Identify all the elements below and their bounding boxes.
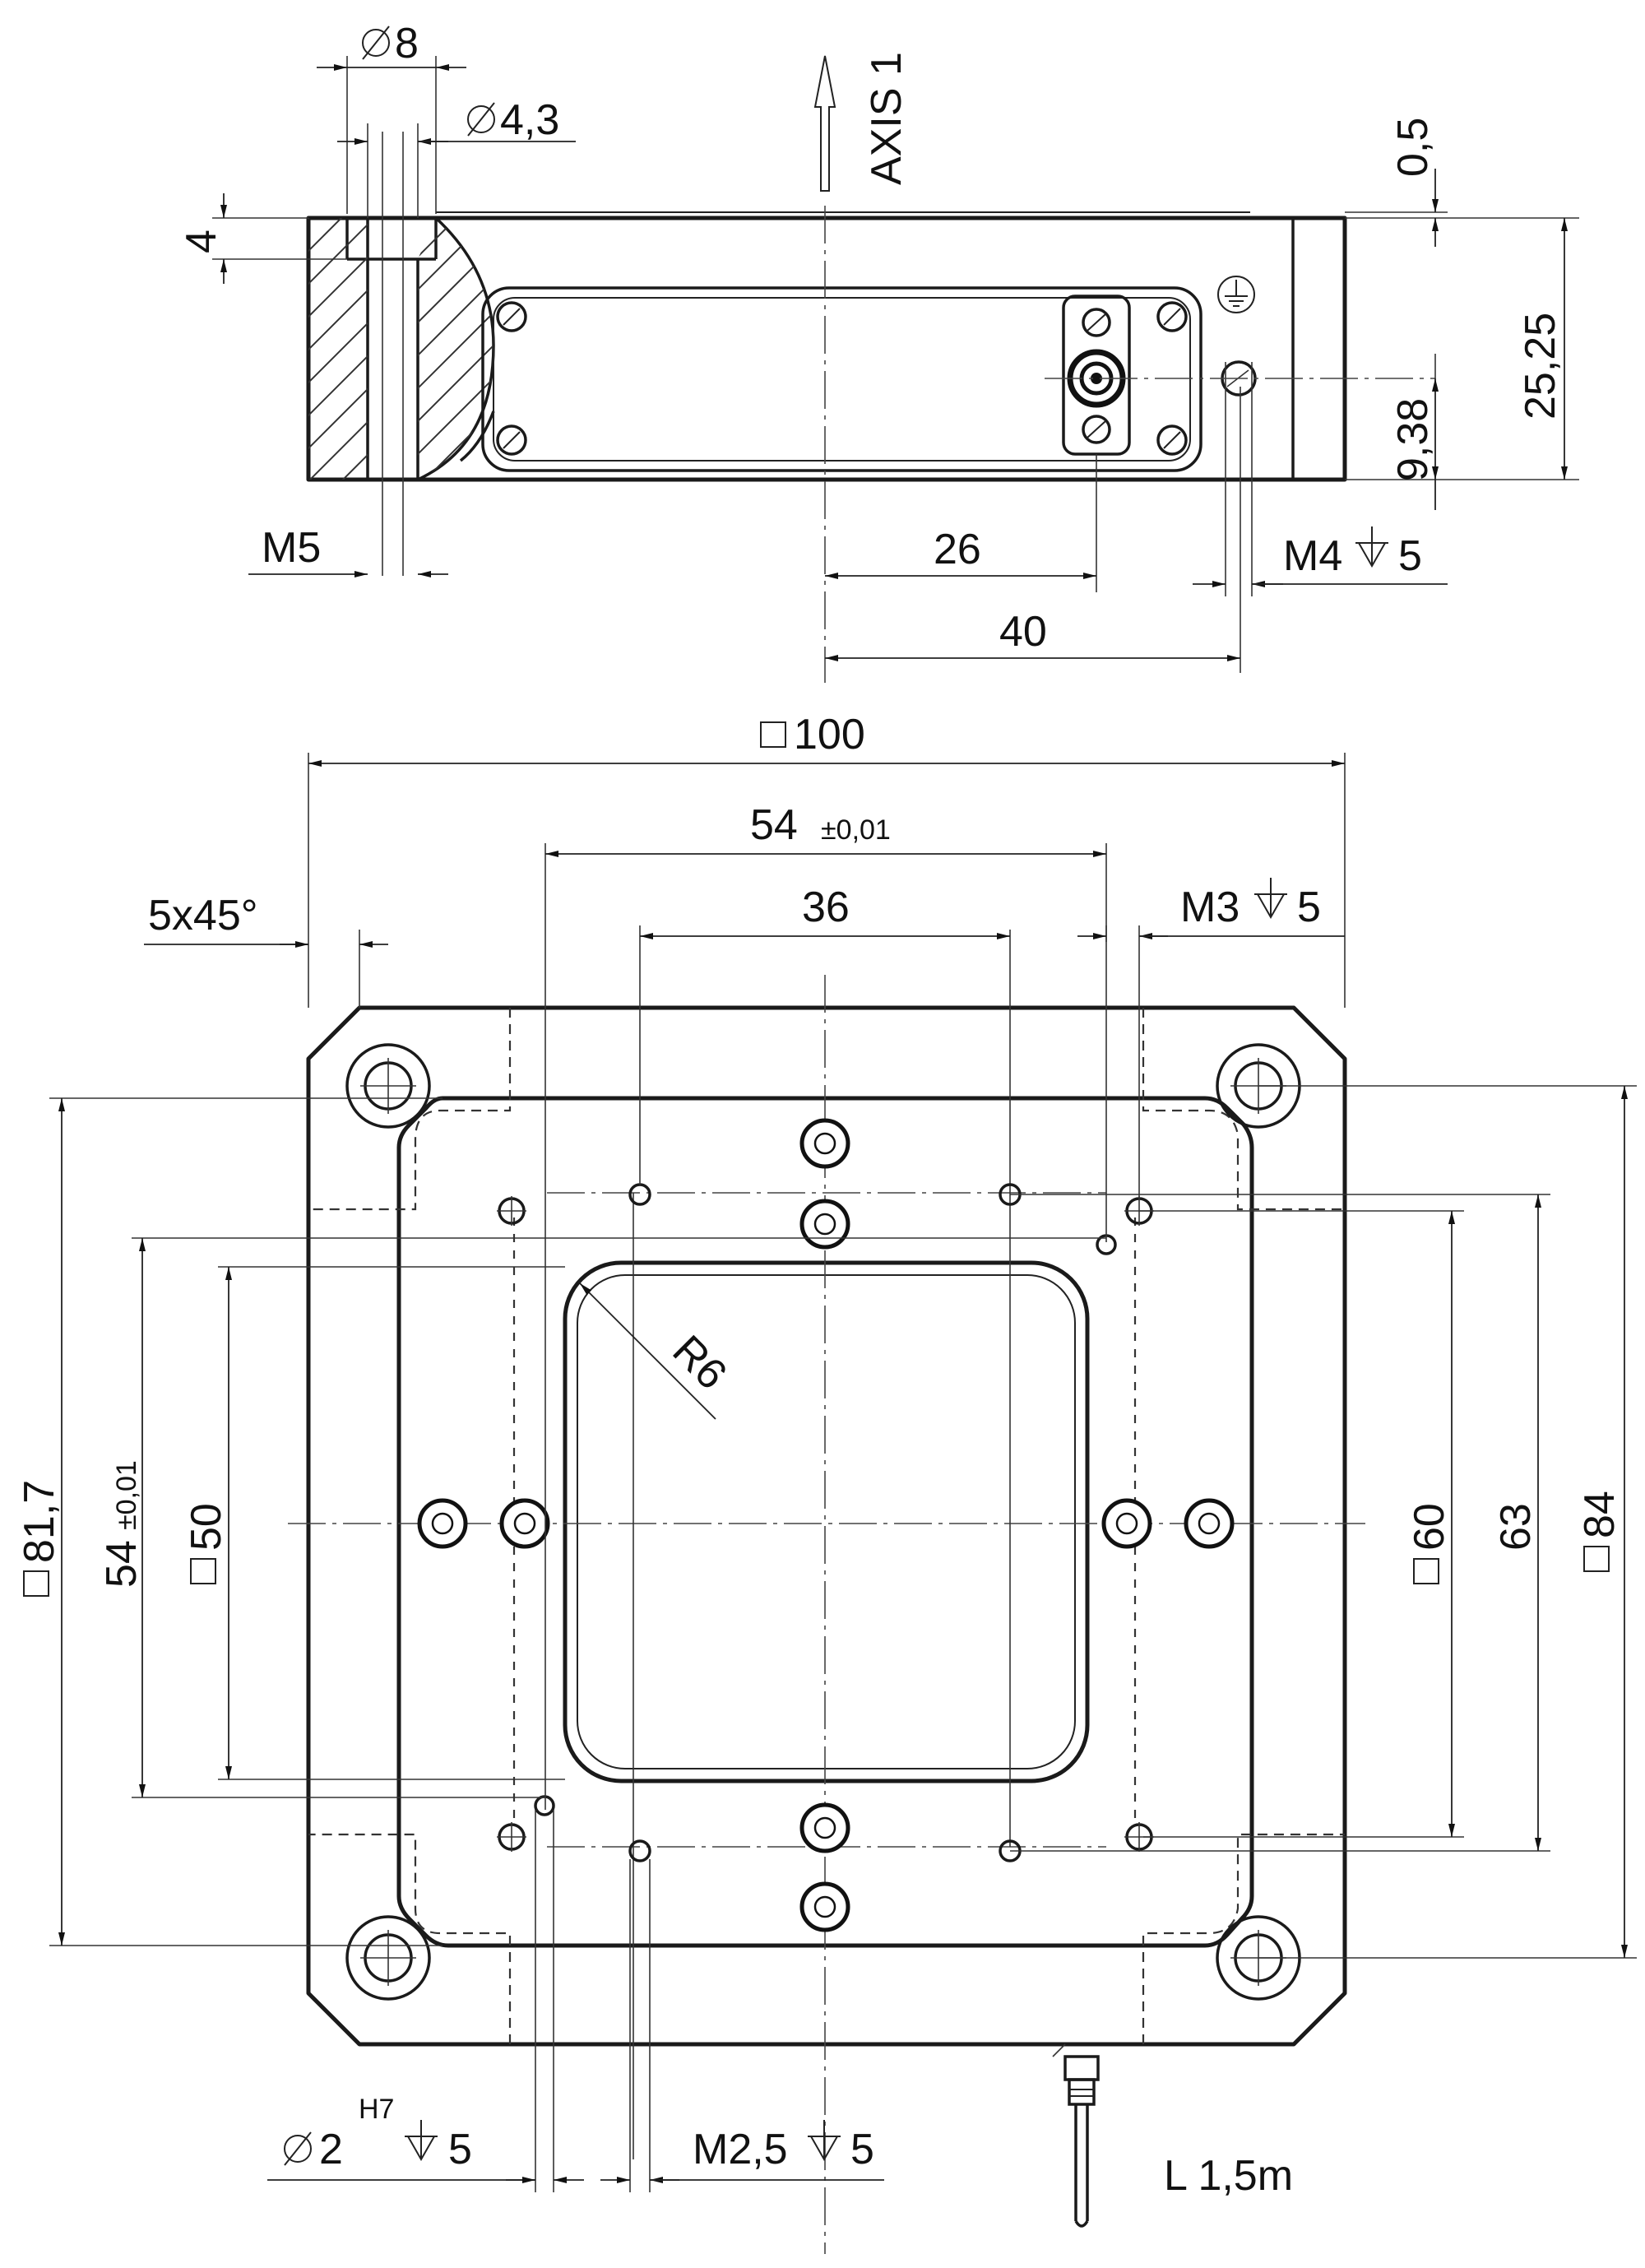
screw-top-1 — [799, 1118, 850, 1169]
svg-text:±0,01: ±0,01 — [111, 1460, 142, 1530]
dim-m4-depth: M4 5 — [1283, 526, 1422, 580]
section-hatching-right — [418, 218, 494, 480]
screw-bottom-1 — [799, 1802, 850, 1853]
axis-arrow-icon — [813, 55, 836, 192]
svg-text:M3: M3 — [1180, 884, 1240, 931]
hole-m3-bl — [497, 1822, 526, 1852]
screw-right-2 — [1184, 1498, 1235, 1549]
screw-left-2 — [499, 1498, 550, 1549]
svg-text:8: 8 — [395, 20, 419, 67]
dim-dia8: 8 — [362, 20, 419, 67]
hole-m2-5-bl — [628, 1839, 651, 1862]
svg-text:5: 5 — [1297, 884, 1321, 931]
top-view: R6 L 1,5m 100 54 ±0,01 — [16, 711, 1637, 2254]
axis-label: AXIS 1 — [863, 52, 911, 185]
svg-text:M4: M4 — [1283, 532, 1342, 580]
screw-left-1 — [417, 1498, 468, 1549]
side-screw-br — [1156, 424, 1188, 456]
central-window — [563, 1260, 1090, 1783]
dim-26: 26 — [934, 526, 981, 573]
svg-text:H7: H7 — [359, 2094, 394, 2125]
depth-icon — [405, 2120, 438, 2162]
dim-pin-dia: 2 H7 5 — [284, 2094, 472, 2173]
depth-icon — [1254, 878, 1287, 920]
svg-text:54: 54 — [98, 1540, 146, 1588]
top-platform-outline — [396, 1096, 1254, 1948]
pin-hole-bl — [534, 1795, 555, 1816]
corner-hole-tl — [345, 1043, 431, 1129]
dim-m2-5-depth: M2,5 5 — [693, 2120, 874, 2173]
svg-text:50: 50 — [183, 1503, 230, 1551]
side-screw-tr — [1156, 301, 1188, 332]
dim-square-84: 84 — [1576, 1491, 1624, 1572]
dim-dia4-3: 4,3 — [467, 96, 559, 144]
svg-text:±0,01: ±0,01 — [821, 814, 891, 846]
square-symbol-icon — [760, 721, 786, 748]
dim-54-v: 54 ±0,01 — [98, 1460, 146, 1588]
corner-hole-bl — [345, 1915, 431, 2001]
dim-square-60: 60 — [1406, 1503, 1453, 1584]
cable-length-label: L 1,5m — [1164, 2152, 1293, 2200]
dim-4: 4 — [178, 230, 225, 253]
dim-m3-depth: M3 5 — [1180, 878, 1321, 931]
connector-plate — [1062, 295, 1131, 456]
section-hatching-left — [308, 218, 368, 480]
svg-text:54: 54 — [750, 801, 798, 849]
dim-square-81-7: 81,7 — [16, 1480, 63, 1597]
dim-9-38: 9,38 — [1389, 398, 1437, 481]
dim-r6: R6 — [664, 1326, 736, 1398]
dim-54-h: 54 ±0,01 — [750, 801, 891, 849]
svg-text:84: 84 — [1576, 1491, 1624, 1538]
dim-m5: M5 — [262, 524, 321, 572]
svg-text:5: 5 — [850, 2126, 874, 2173]
screw-bottom-2 — [799, 1881, 850, 1932]
side-recess — [481, 286, 1202, 472]
svg-text:81,7: 81,7 — [16, 1480, 63, 1563]
svg-text:60: 60 — [1406, 1503, 1453, 1551]
side-screw-tl — [496, 301, 527, 332]
depth-icon — [808, 2120, 841, 2162]
depth-icon — [1355, 526, 1388, 568]
ground-icon — [1217, 276, 1255, 313]
dim-square-50: 50 — [183, 1503, 230, 1584]
cable-connector — [1063, 2055, 1100, 2228]
dim-chamfer: 5x45° — [148, 892, 258, 939]
dim-63: 63 — [1492, 1503, 1540, 1551]
dim-40: 40 — [999, 608, 1047, 656]
svg-text:4,3: 4,3 — [500, 96, 559, 144]
dim-0-5: 0,5 — [1389, 118, 1437, 177]
screw-right-1 — [1101, 1498, 1152, 1549]
svg-text:100: 100 — [794, 711, 865, 758]
side-screw-bl — [496, 424, 527, 456]
svg-text:M2,5: M2,5 — [693, 2126, 788, 2173]
svg-text:5: 5 — [1398, 532, 1422, 580]
svg-text:2: 2 — [319, 2126, 343, 2173]
top-plate-outline — [306, 1005, 1347, 2047]
svg-text:5: 5 — [448, 2126, 472, 2173]
dim-25-25: 25,25 — [1517, 313, 1564, 420]
dim-36: 36 — [802, 884, 850, 931]
side-view: AXIS 1 8 4,3 4 M5 — [178, 20, 1579, 683]
screw-top-2 — [799, 1199, 850, 1250]
hole-m3-tl — [497, 1196, 526, 1226]
dim-square-100: 100 — [760, 711, 865, 758]
